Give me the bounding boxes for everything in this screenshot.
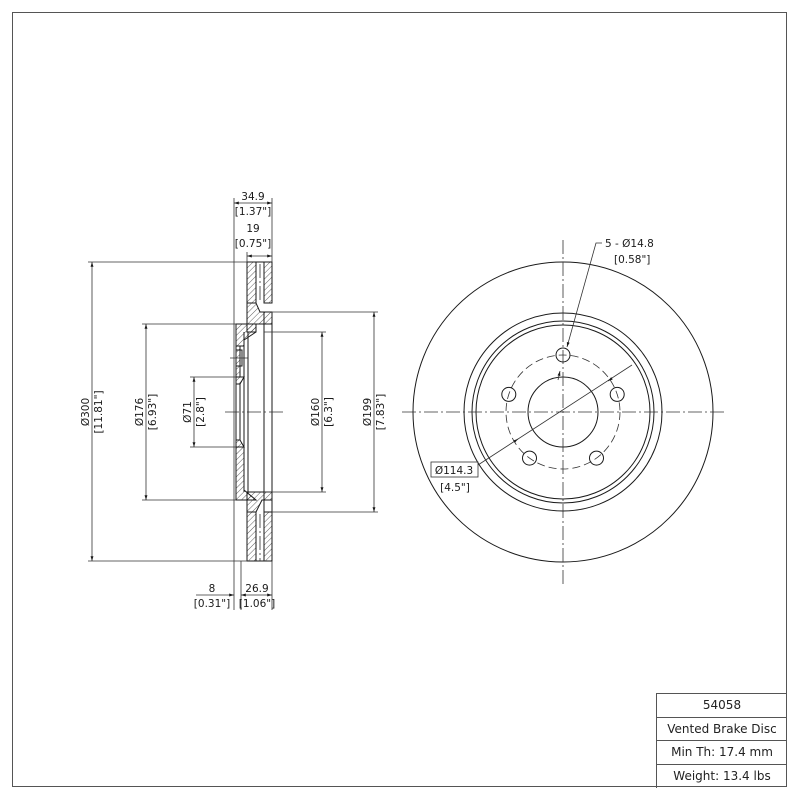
center-bore-in: [2.8"] [195,397,207,427]
front-view [402,240,725,585]
rotor-thickness-in: [0.75"] [235,238,271,250]
inner-hat-diameter-mm: Ø160 [310,398,322,426]
outer-diameter-mm: Ø300 [80,398,92,426]
hat-depth-mm: 26.9 [245,583,268,595]
part-number: 54058 [657,694,787,718]
bolt-holes-mm: 5 - Ø14.8 [605,238,654,250]
friction-inner-diameter-in: [7.83"] [375,394,387,430]
inner-hat-diameter-in: [6.3"] [323,397,335,427]
part-description: Vented Brake Disc [657,718,787,741]
center-bore-mm: Ø71 [182,401,194,423]
hat-diameter-mm: Ø176 [134,398,146,427]
outer-diameter-in: [11.81"] [93,390,105,433]
title-block: 54058 Vented Brake Disc Min Th: 17.4 mm … [656,693,787,788]
overall-width-in: [1.37"] [235,206,271,218]
side-section-view [88,198,378,610]
hat-offset-in: [0.31"] [194,598,230,610]
rotor-thickness-mm: 19 [246,223,259,235]
hat-offset-mm: 8 [209,583,216,595]
hat-depth-in: [1.06"] [239,598,275,610]
drawing-frame [12,12,787,787]
friction-inner-diameter-mm: Ø199 [362,398,374,426]
bolt-circle-mm: Ø114.3 [435,465,473,477]
min-thickness: Min Th: 17.4 mm [657,741,787,765]
overall-width-mm: 34.9 [241,191,264,203]
weight: Weight: 13.4 lbs [673,768,771,783]
hat-diameter-in: [6.93"] [147,394,159,430]
bolt-circle-in: [4.5"] [440,482,470,494]
bolt-holes-in: [0.58"] [614,254,650,266]
